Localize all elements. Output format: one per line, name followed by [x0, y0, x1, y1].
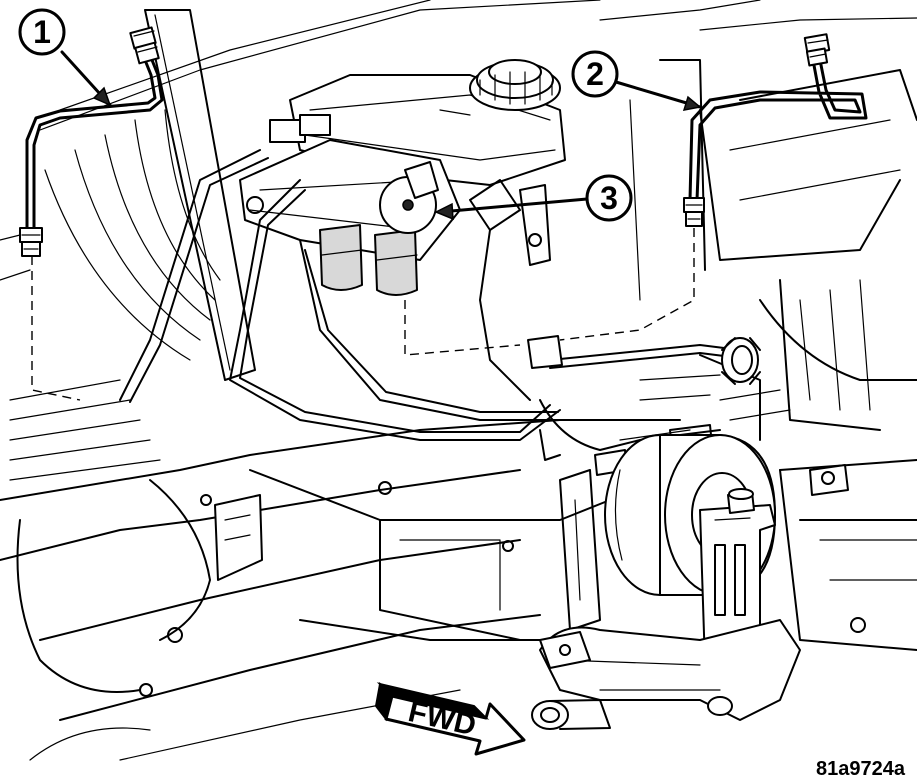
figure-id: 81a9724a: [816, 758, 906, 780]
engine-mount: [531, 434, 801, 730]
brake-tube-left: [19, 26, 164, 401]
callout-1-label: 1: [33, 14, 51, 50]
fwd-label: FWD: [405, 695, 479, 743]
master-cylinder-assembly: [239, 59, 566, 296]
forward-direction-arrow: FWD: [374, 681, 526, 756]
callout-1: 1: [18, 8, 112, 107]
callout-2: 2: [571, 50, 702, 111]
brake-lines-routing: [119, 149, 761, 461]
callout-2-label: 2: [586, 56, 604, 92]
callout-3-label: 3: [600, 180, 618, 216]
callout-3: 3: [434, 174, 633, 222]
brake-tube-right: [404, 33, 868, 356]
